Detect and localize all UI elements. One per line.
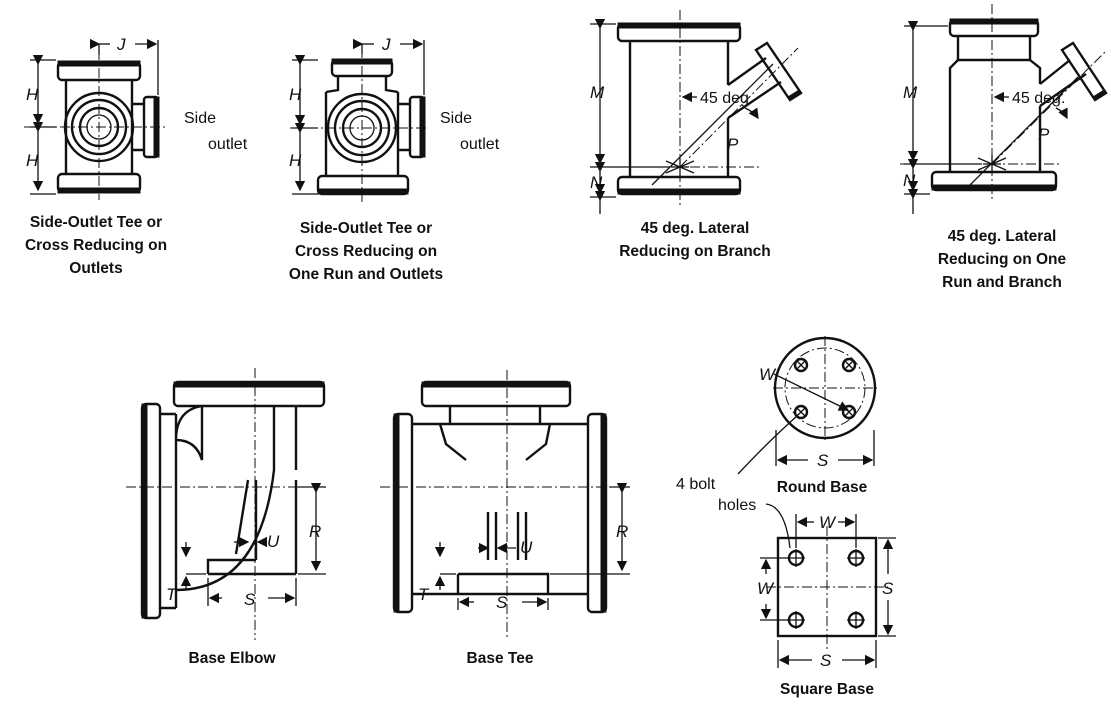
caption-line: Reducing on One (938, 251, 1067, 268)
caption-line: Cross Reducing on (25, 237, 167, 254)
figure-base-tee: R T S U Base Tee (380, 370, 630, 667)
bolt-holes-label: holes (718, 497, 756, 514)
figure-lateral-branch: M N P 45 deg. 45 deg. Lateral Reducing o… (590, 10, 803, 260)
dim-s-right: S (882, 579, 894, 598)
caption: Round Base (777, 479, 868, 496)
bolt-hole-icon (847, 549, 865, 567)
side-outlet-label: Side (440, 110, 472, 127)
figure-round-base: W S Round Base (759, 336, 877, 496)
figure-base-elbow: R T S U Base Elbow (126, 368, 326, 667)
dim-t: T (418, 585, 430, 604)
caption: Square Base (780, 681, 874, 698)
bolt-hole-icon (847, 611, 865, 629)
dim-h-bottom: H (26, 151, 39, 170)
angle-label: 45 deg. (700, 90, 753, 107)
caption-line: 45 deg. Lateral (641, 220, 750, 237)
dim-h-bottom: H (289, 151, 302, 170)
caption-line: Side-Outlet Tee or (300, 220, 432, 237)
figure-lateral-run-branch: M N P 45 deg. 45 deg. Lateral Reducing o… (900, 4, 1108, 291)
dim-s: S (244, 590, 256, 609)
bolt-hole-icon (793, 357, 809, 373)
bolt-holes-label: 4 bolt (676, 476, 716, 493)
dim-w-left: W (757, 579, 775, 598)
dim-w-top: W (819, 513, 837, 532)
caption-line: 45 deg. Lateral (948, 228, 1057, 245)
dim-p: P (1038, 125, 1050, 144)
side-outlet-label: outlet (460, 136, 500, 153)
figure-side-outlet-tee-outlets: J H H Side outlet Side-Outlet Tee or Cro… (24, 35, 248, 277)
bolt-holes-note: 4 bolt holes (676, 415, 798, 549)
side-outlet-label: outlet (208, 136, 248, 153)
caption-line: Side-Outlet Tee or (30, 214, 162, 231)
caption-line: One Run and Outlets (289, 266, 443, 283)
caption-line: Outlets (69, 260, 122, 277)
dim-s-bottom: S (820, 651, 832, 670)
caption-line: Reducing on Branch (619, 243, 771, 260)
dim-u: U (267, 532, 280, 551)
dim-s: S (817, 451, 829, 470)
figure-side-outlet-tee-run: J H H Side outlet Side-Outlet Tee or Cro… (289, 35, 500, 283)
dim-w: W (759, 365, 777, 384)
dim-m: M (590, 83, 605, 102)
bolt-hole-icon (787, 549, 805, 567)
caption-line: Cross Reducing on (295, 243, 437, 260)
figure-square-base: W W S S Square Base (757, 513, 896, 698)
dim-s: S (496, 593, 508, 612)
side-outlet-label: Side (184, 110, 216, 127)
caption-line: Run and Branch (942, 274, 1062, 291)
angle-label: 45 deg. (1012, 90, 1065, 107)
bolt-hole-icon (793, 404, 809, 420)
dim-r: R (309, 522, 321, 541)
dim-h-top: H (289, 85, 302, 104)
dim-t: T (166, 585, 178, 604)
dim-j: J (116, 35, 126, 54)
dim-n: N (903, 171, 916, 190)
caption: Base Elbow (189, 650, 277, 667)
dim-h-top: H (26, 85, 39, 104)
caption: Base Tee (467, 650, 534, 667)
dim-m: M (903, 83, 918, 102)
dim-n: N (590, 173, 603, 192)
bolt-hole-icon (787, 611, 805, 629)
dim-p: P (727, 135, 739, 154)
dim-r: R (616, 522, 628, 541)
dim-u: U (520, 538, 533, 557)
dim-j: J (381, 35, 391, 54)
bolt-hole-icon (841, 357, 857, 373)
